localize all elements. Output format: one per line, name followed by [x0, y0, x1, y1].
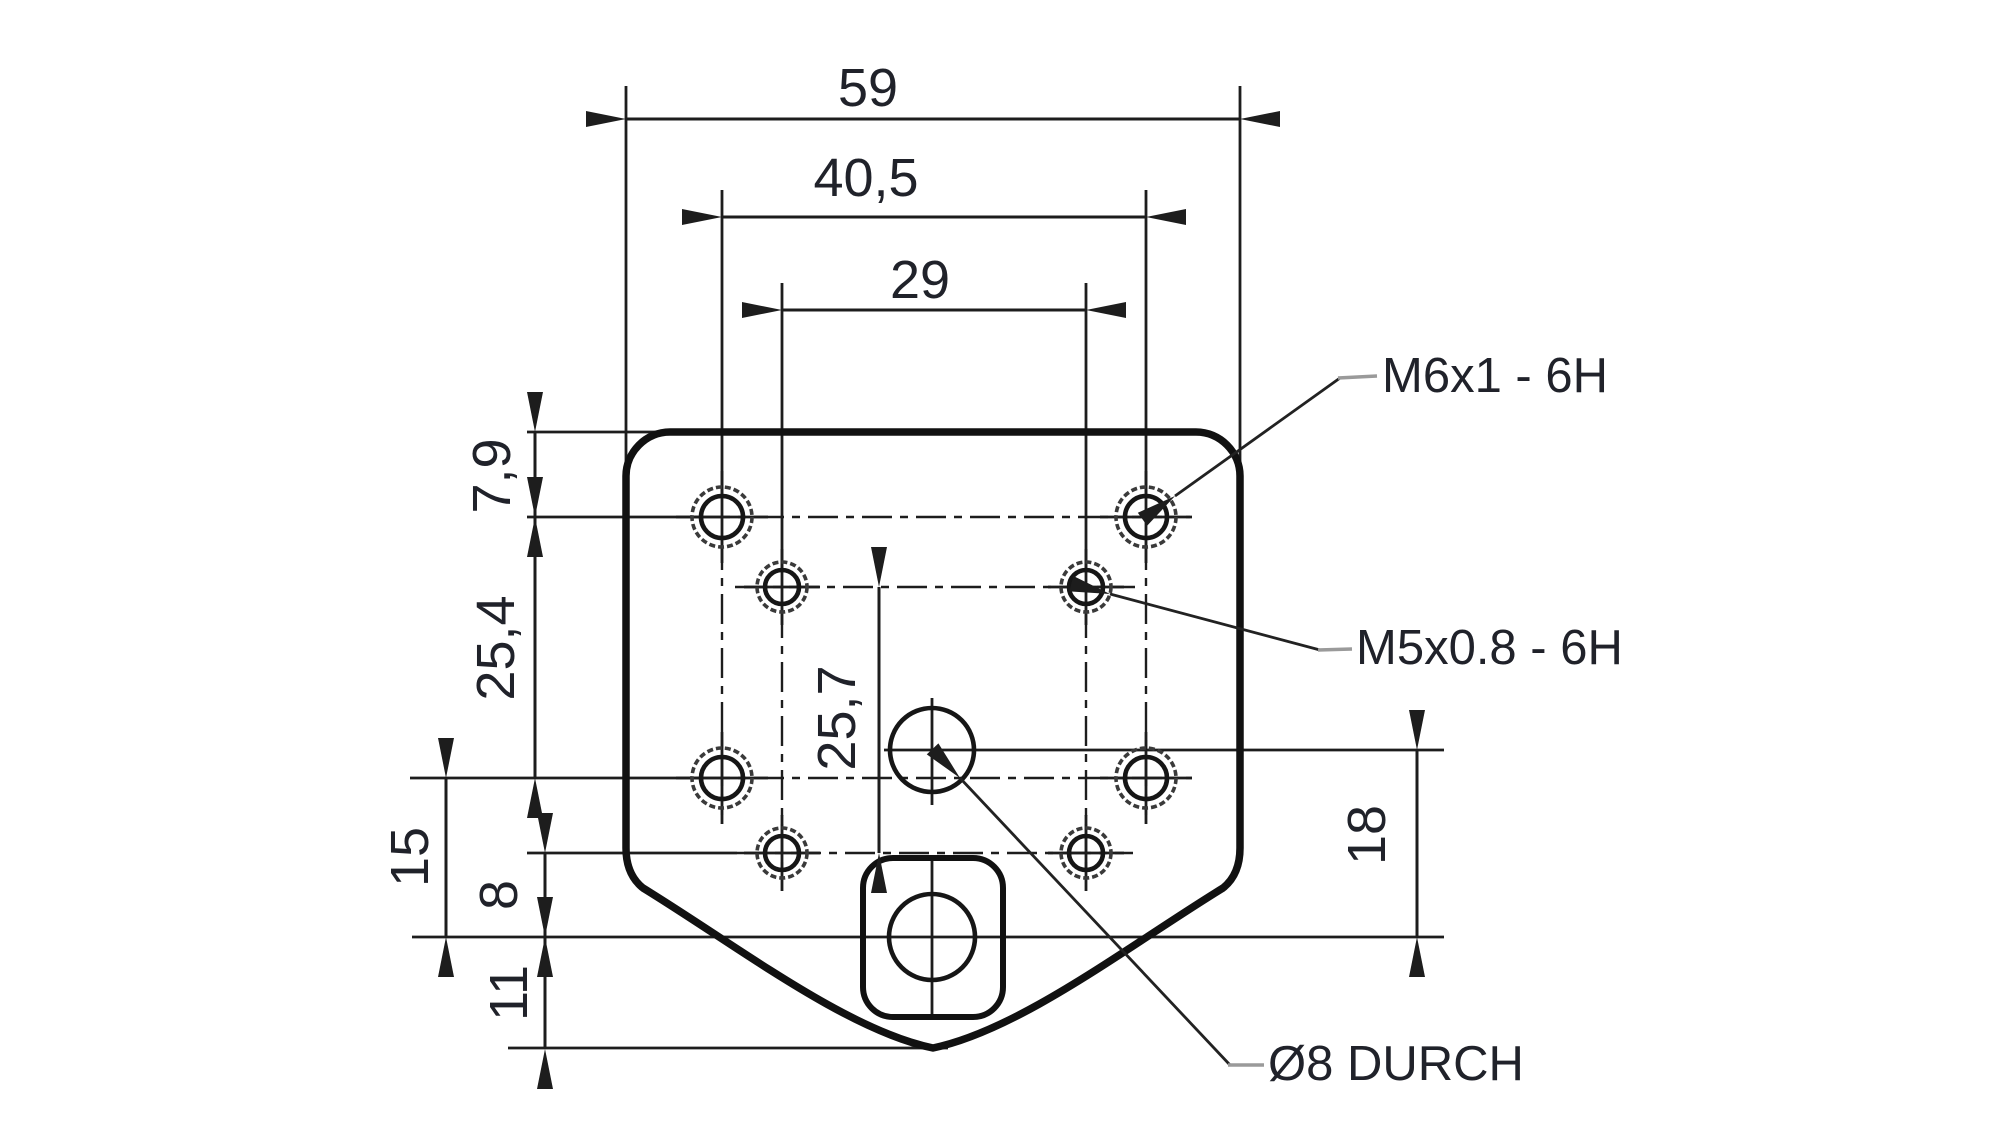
center-through-hole	[887, 705, 977, 795]
dim-m6-row-spacing: 25,4	[466, 595, 526, 700]
leader-lines	[926, 374, 1378, 1067]
m5-thread-bottom-right	[1059, 826, 1113, 880]
dim-m5-row-spacing: 25,7	[807, 665, 867, 770]
hole-crosshairs	[676, 471, 1192, 1015]
m5-hole-top-left	[762, 567, 802, 607]
leader-m5	[1069, 575, 1321, 652]
m5-hole-bottom-right	[1066, 833, 1106, 873]
m6-hole-bottom-right	[1122, 754, 1170, 802]
m6-thread-top-right	[1114, 485, 1178, 549]
dim-m6-span: 40,5	[813, 148, 918, 208]
m5-hole-bottom-left	[762, 833, 802, 873]
dim-tab-to-tip: 11	[479, 965, 539, 1021]
m5-thread-bottom-left	[755, 826, 809, 880]
callout-through-hole: Ø8 DURCH	[1268, 1037, 1524, 1091]
plate-outline	[622, 428, 1244, 1052]
dimension-text: 59 40,5 29 7,9 25,4 15 8 11 25,7 18	[380, 58, 1397, 1021]
m6-hole-bottom-left	[698, 754, 746, 802]
part-outline	[622, 428, 1244, 1052]
dim-m6-to-tab: 15	[380, 827, 440, 887]
leader-m6-tail	[1337, 374, 1378, 380]
dim-center-to-tab: 18	[1337, 805, 1397, 865]
dim-m5-span: 29	[890, 250, 950, 310]
leader-m6	[1137, 376, 1341, 526]
tab-hole	[886, 891, 978, 983]
leader-d8	[926, 743, 1232, 1066]
m5-thread-top-right	[1059, 560, 1113, 614]
leader-m5-tail	[1317, 647, 1353, 652]
m6-thread-bottom-left	[690, 746, 754, 810]
callout-m5-thread: M5x0.8 - 6H	[1356, 621, 1623, 675]
dim-m5-to-tab: 8	[469, 880, 529, 910]
holes	[690, 485, 1178, 983]
dim-top-to-m6: 7,9	[462, 438, 522, 513]
dim-overall-width: 59	[838, 58, 898, 118]
callout-text: M6x1 - 6H M5x0.8 - 6H Ø8 DURCH	[1268, 349, 1623, 1091]
m5-thread-top-left	[755, 560, 809, 614]
m6-thread-bottom-right	[1114, 746, 1178, 810]
dimension-lines	[438, 111, 1425, 1089]
m6-hole-top-left	[698, 493, 746, 541]
m6-thread-top-left	[690, 485, 754, 549]
extension-lines	[410, 86, 1444, 1050]
bottom-tab-outline	[860, 855, 1006, 1020]
callout-m6-thread: M6x1 - 6H	[1382, 349, 1608, 403]
